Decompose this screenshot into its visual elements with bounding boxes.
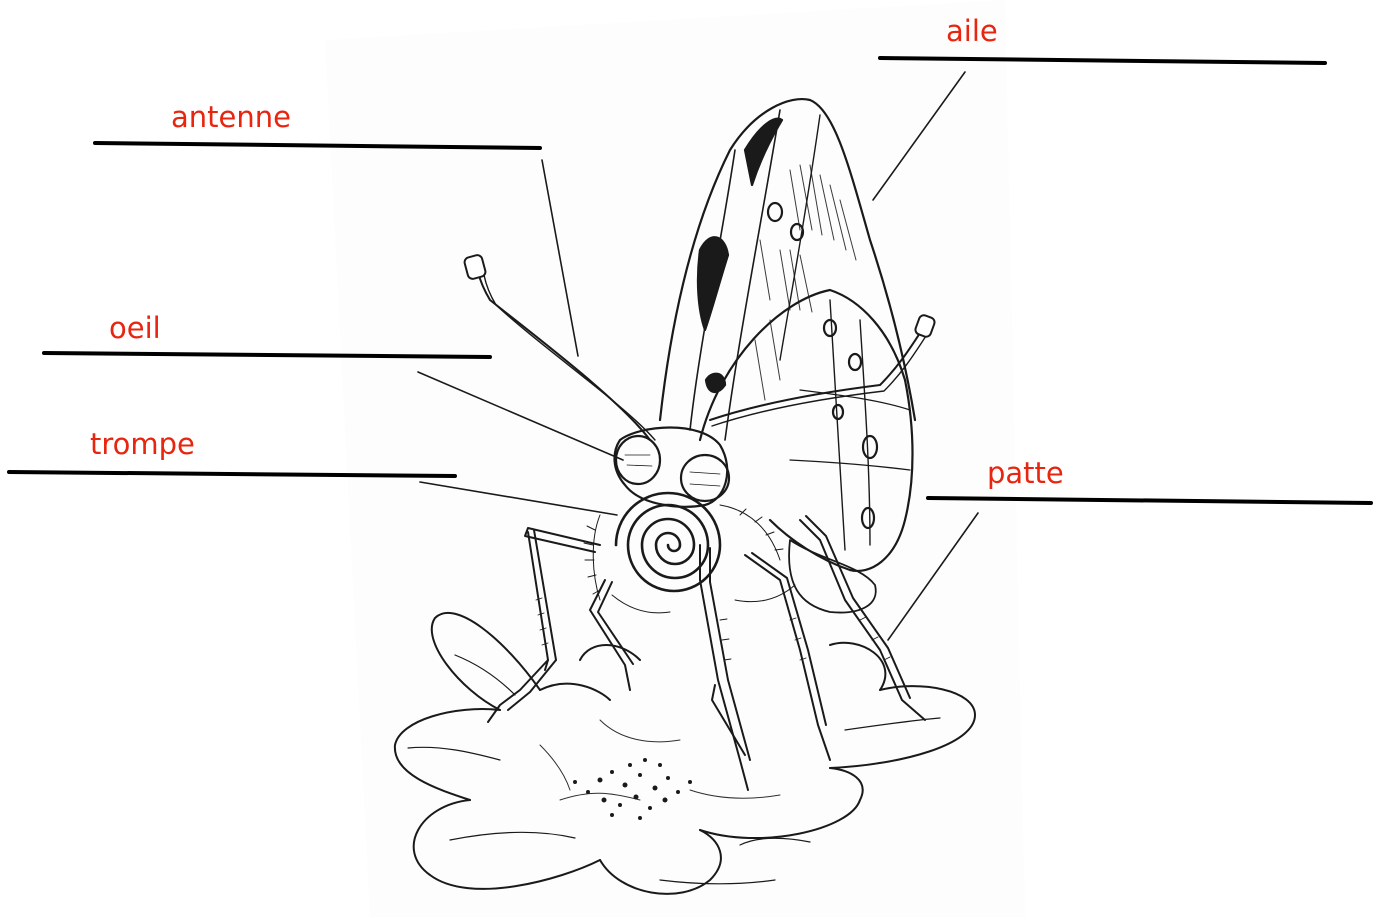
wing-dark-patch bbox=[706, 374, 725, 392]
label-antenne: antenne bbox=[171, 100, 291, 134]
paper-background bbox=[325, 0, 1025, 917]
label-oeil: oeil bbox=[109, 311, 161, 345]
label-trompe: trompe bbox=[90, 427, 195, 461]
label-aile: aile bbox=[946, 14, 998, 48]
label-patte: patte bbox=[987, 456, 1064, 490]
